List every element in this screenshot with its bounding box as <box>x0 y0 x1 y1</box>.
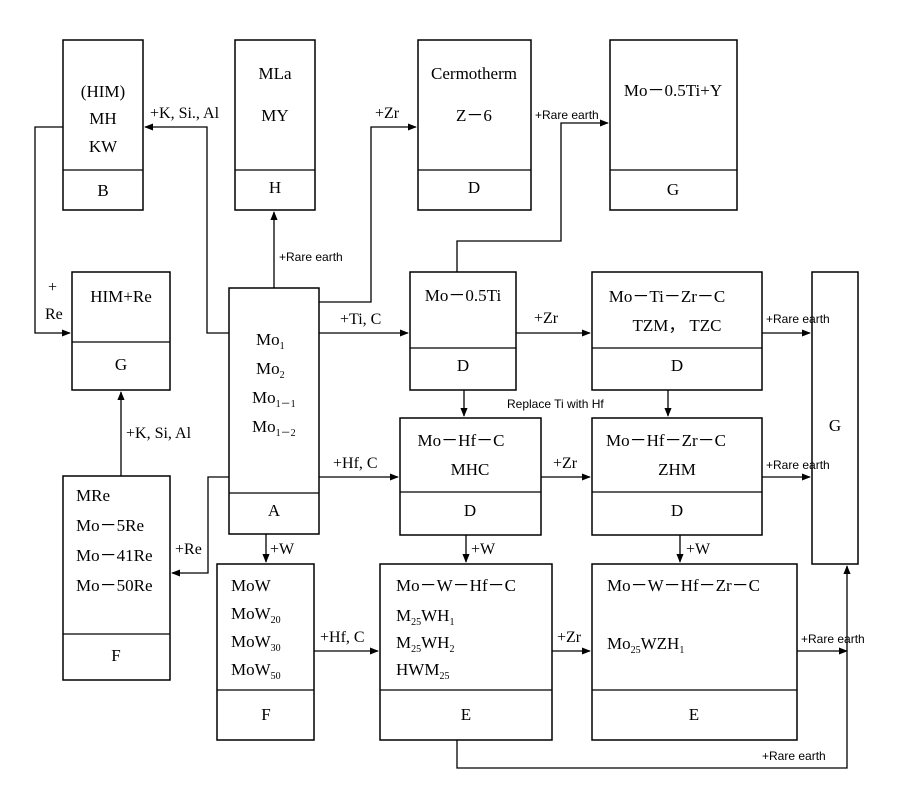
box-mo-ti-y-class: G <box>667 180 679 199</box>
label-rare-earth-top: +Rare earth <box>535 108 599 122</box>
box-cermotherm-class: D <box>468 178 480 197</box>
box-mo-05ti-class: D <box>457 356 469 375</box>
box-mow-line-2: MoW20 <box>231 604 281 626</box>
label-w-zhm: +W <box>686 541 711 558</box>
box-cermotherm-line-1: Cermotherm <box>431 64 517 83</box>
label-re-left: +Re <box>175 541 202 558</box>
label-plus: + <box>48 279 57 296</box>
box-e1-hwm25: HWM25 <box>396 660 449 682</box>
box-mhc-line-1: Mo－Hf－C <box>418 431 505 450</box>
box-mo-ti-y-line-1: Mo－0.5Ti+Y <box>624 81 722 100</box>
box-mre-line-2: Mo－5Re <box>76 516 144 535</box>
box-e1-m25wh1: M25WH1 <box>396 606 454 628</box>
box-E-mo-w-hf-c: Mo－W－Hf－C M25WH1 M25WH2 HWM25 E <box>379 563 553 741</box>
box-H: MLa MY H <box>234 39 316 211</box>
box-zhm-class: D <box>671 501 683 520</box>
box-mre-class: F <box>111 646 120 665</box>
box-mow-line-4: MoW50 <box>231 660 281 682</box>
arrow-e1-to-g <box>456 565 851 769</box>
box-H-line-2: MY <box>261 106 288 125</box>
box-F-mre: MRe Mo－5Re Mo－41Re Mo－50Re F <box>62 475 171 681</box>
label-hf-c-mid: +Hf, C <box>333 455 378 472</box>
box-G-right-class: G <box>829 416 841 435</box>
box-B-line-2: MH <box>89 109 116 128</box>
box-e1-class: E <box>461 705 471 724</box>
box-e1-m25wh2: M25WH2 <box>396 633 454 655</box>
box-mo-05ti-line-1: Mo－0.5Ti <box>425 286 502 305</box>
box-mre-line-3: Mo－41Re <box>76 546 153 565</box>
label-zr-low: +Zr <box>557 629 582 646</box>
label-zr-zhm: +Zr <box>553 455 578 472</box>
label-w-a: +W <box>270 541 295 558</box>
box-tzm-line-2: TZM， TZC <box>633 316 722 335</box>
box-e1-title: Mo－W－Hf－C <box>396 576 516 595</box>
arrow-a-to-cermotherm <box>319 123 417 303</box>
arrow-a-to-b <box>144 123 229 334</box>
label-ti-c: +Ti, C <box>340 311 381 328</box>
box-E-mo-w-hf-zr-c: Mo－W－Hf－Zr－C Mo25WZH1 E <box>591 563 798 741</box>
box-B: (HIM) MH KW B <box>62 39 144 211</box>
label-zr-mid: +Zr <box>534 310 559 327</box>
box-D-zhm: Mo－Hf－Zr－C ZHM D <box>591 417 763 536</box>
box-mhc-line-2: MHC <box>451 460 490 479</box>
box-G-mo-ti-y: Mo－0.5Ti+Y G <box>609 39 738 211</box>
box-A-mo1-2: Mo1－2 <box>252 417 296 439</box>
label-replace-ti-with-hf: Replace Ti with Hf <box>507 397 604 411</box>
box-A-mo2: Mo2 <box>256 359 285 381</box>
box-G-him-re: HIM+Re G <box>71 271 171 391</box>
label-rare-earth-low: +Rare earth <box>801 632 865 646</box>
box-e2-class: E <box>689 705 699 724</box>
label-rare-earth-bottom: +Rare earth <box>762 749 826 763</box>
arrow-moti-to-moti-y <box>456 119 609 272</box>
box-zhm-line-2: ZHM <box>658 460 696 479</box>
box-A-mo1-1: Mo1－1 <box>252 388 296 410</box>
box-A-mo1: Mo1 <box>256 330 285 352</box>
box-zhm-line-1: Mo－Hf－Zr－C <box>606 431 726 450</box>
box-B-line-3: KW <box>89 137 118 156</box>
box-D-tzm: Mo－Ti－Zr－C TZM， TZC D <box>591 271 763 391</box>
label-rare-earth-h: +Rare earth <box>279 250 343 264</box>
box-B-line-1: (HIM) <box>81 82 125 101</box>
box-mre-line-4: Mo－50Re <box>76 576 153 595</box>
box-mow-line-3: MoW30 <box>231 632 281 654</box>
label-k-si-al-top: +K, Si., Al <box>150 105 220 122</box>
arrow-a-to-mre <box>171 476 229 577</box>
arrow-b-to-him-re <box>34 126 71 337</box>
box-mow-line-1: MoW <box>231 576 272 595</box>
label-rare-earth-tzm: +Rare earth <box>766 312 830 326</box>
label-zr-top: +Zr <box>375 105 400 122</box>
box-mow-class: F <box>261 705 270 724</box>
label-rare-earth-zhm: +Rare earth <box>766 458 830 472</box>
box-D-mo-05ti: Mo－0.5Ti D <box>409 271 517 391</box>
box-tzm-class: D <box>671 356 683 375</box>
box-e2-mo25wzh1: Mo25WZH1 <box>607 634 684 656</box>
label-w-mhc: +W <box>471 541 496 558</box>
box-tzm-line-1: Mo－Ti－Zr－C <box>609 287 726 306</box>
box-him-re-line-1: HIM+Re <box>90 287 152 306</box>
box-F-mow: MoW MoW20 MoW30 MoW50 F <box>216 563 315 741</box>
box-D-cermotherm: Cermotherm Z－6 D <box>417 39 532 211</box>
box-D-mhc: Mo－Hf－C MHC D <box>399 417 542 536</box>
box-mhc-class: D <box>464 501 476 520</box>
label-k-si-al-left: +K, Si, Al <box>126 425 192 442</box>
box-H-class: H <box>269 178 281 197</box>
box-A-class: A <box>268 501 281 520</box>
box-him-re-class: G <box>115 355 127 374</box>
label-re: Re <box>45 306 63 323</box>
box-cermotherm-line-2: Z－6 <box>456 106 492 125</box>
box-mre-line-1: MRe <box>76 486 110 505</box>
box-H-line-1: MLa <box>258 64 292 83</box>
box-G-right: G <box>811 271 859 565</box>
label-hf-c-low: +Hf, C <box>320 629 365 646</box>
box-e2-title: Mo－W－Hf－Zr－C <box>607 576 760 595</box>
box-A: Mo1 Mo2 Mo1－1 Mo1－2 A <box>228 287 320 535</box>
box-B-class: B <box>97 181 108 200</box>
